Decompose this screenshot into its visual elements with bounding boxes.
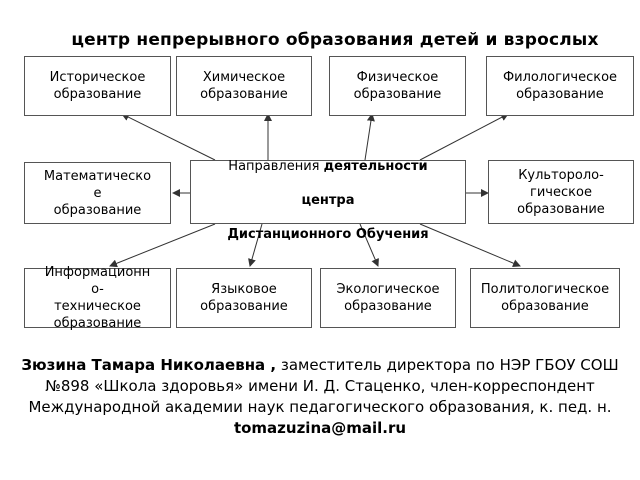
arrow-to-info xyxy=(109,223,216,268)
arrow-to-philo xyxy=(419,113,509,161)
author-email: tomazuzina@mail.ru xyxy=(233,419,407,437)
arrow-to-phys xyxy=(364,113,375,161)
box-historical: Историческое образование xyxy=(24,56,171,116)
arrow-to-lang xyxy=(248,223,263,267)
arrow-to-polit xyxy=(419,223,521,267)
center-line-2: центра xyxy=(301,193,355,208)
box-mathematical: Математическо е образование xyxy=(24,162,171,224)
box-center: Направления деятельности центра Дистанци… xyxy=(190,159,466,242)
box-ecological: Экологическое образование xyxy=(320,268,456,328)
box-physical: Физическое образование xyxy=(329,56,466,116)
box-chemical: Химическое образование xyxy=(176,56,312,116)
arrow-to-eco xyxy=(359,223,379,267)
center-bold-part: деятельности xyxy=(323,159,428,174)
author-caption: Зюзина Тамара Николаевна , заместитель д… xyxy=(20,355,620,439)
box-politological: Политологическое образование xyxy=(470,268,620,328)
box-informational: Информационн о- техническое образование xyxy=(24,265,171,331)
box-philological: Филологическое образование xyxy=(486,56,634,116)
center-line-3: Дистанционного Обучения xyxy=(227,227,429,242)
diagram-title: центр непрерывного образования детей и в… xyxy=(71,30,599,50)
arrow-to-hist xyxy=(121,113,216,161)
center-prefix: Направления xyxy=(228,159,324,174)
box-culturological: Культороло- гическое образование xyxy=(488,160,634,224)
center-text: Направления деятельности центра Дистанци… xyxy=(227,141,428,243)
author-name: Зюзина Тамара Николаевна , xyxy=(21,356,277,374)
box-linguistic: Языковое образование xyxy=(176,268,312,328)
author-description: заместитель директора по НЭР ГБОУ СОШ №8… xyxy=(28,356,619,416)
